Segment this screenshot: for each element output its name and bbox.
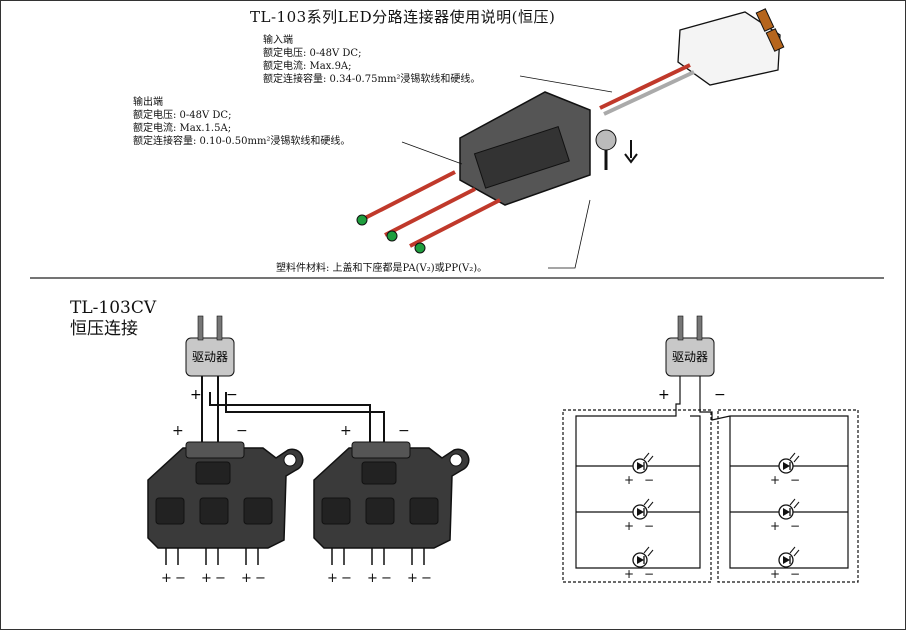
conn2-minus: − [398, 423, 410, 439]
driver-left-plus: + [190, 387, 202, 403]
svg-text:−: − [644, 567, 654, 581]
led-array [632, 452, 800, 568]
driver-left: 驱动器 + − [185, 315, 238, 403]
material-leader [548, 199, 591, 269]
svg-text:+: + [327, 571, 338, 586]
connector-left-1 [147, 441, 304, 549]
driver-right-minus: − [714, 387, 726, 403]
output-leads-left [165, 548, 425, 565]
output-capacity: 额定连接容量: 0.10-0.50mm²浸锡软线和硬线。 [133, 136, 351, 147]
output-polarity-left: +− +− +− +− +− +− [161, 571, 432, 586]
svg-text:+: + [770, 567, 780, 581]
svg-text:+: + [624, 473, 634, 487]
output-current: 额定电流: Max.1.5A; [133, 123, 232, 134]
conn2-plus: + [340, 423, 352, 439]
led-polarity: +− +− +− +− +− +− [624, 473, 800, 581]
driver-right: 驱动器 + − [658, 315, 726, 403]
svg-text:−: − [644, 519, 654, 533]
conn1-plus: + [172, 423, 184, 439]
svg-text:+: + [407, 571, 418, 586]
driver-right-label: 驱动器 [672, 350, 708, 364]
output-voltage: 额定电压: 0-48V DC; [133, 110, 232, 121]
output-heading: 输出端 [133, 97, 163, 108]
wiring-left: + − + − [172, 376, 410, 448]
svg-text:−: − [255, 571, 266, 586]
section-mode: 恒压连接 [70, 319, 138, 339]
svg-text:−: − [790, 567, 800, 581]
input-voltage: 额定电压: 0-48V DC; [263, 48, 362, 59]
connector-left-2 [313, 441, 470, 549]
input-current: 额定电流: Max.9A; [263, 61, 352, 72]
svg-text:+: + [624, 519, 634, 533]
material-note: 塑料件材料: 上盖和下座都是PA(V₂)或PP(V₂)。 [276, 263, 488, 274]
svg-text:−: − [790, 519, 800, 533]
led-schematic [562, 376, 859, 583]
output-leader [401, 141, 463, 165]
input-capacity: 额定连接容量: 0.34-0.75mm²浸锡软线和硬线。 [263, 74, 481, 85]
svg-text:+: + [241, 571, 252, 586]
svg-text:−: − [421, 571, 432, 586]
svg-text:+: + [770, 473, 780, 487]
svg-text:+: + [624, 567, 634, 581]
page-title: TL-103系列LED分路连接器使用说明(恒压) [250, 8, 556, 26]
connector-illustration [459, 91, 638, 206]
output-wires-illustration [356, 170, 501, 254]
driver-left-minus: − [226, 387, 238, 403]
svg-text:+: + [201, 571, 212, 586]
svg-text:−: − [381, 571, 392, 586]
svg-text:−: − [644, 473, 654, 487]
svg-text:−: − [175, 571, 186, 586]
section-model: TL-103CV [70, 298, 157, 318]
conn1-minus: − [236, 423, 248, 439]
driver-plug-illustration [599, 8, 785, 116]
input-heading: 输入端 [263, 35, 293, 46]
svg-text:+: + [770, 519, 780, 533]
driver-right-plus: + [658, 387, 670, 403]
svg-text:−: − [215, 571, 226, 586]
input-leader [519, 75, 613, 93]
svg-text:+: + [161, 571, 172, 586]
output-spec: 输出端 额定电压: 0-48V DC; 额定电流: Max.1.5A; 额定连接… [133, 96, 350, 148]
svg-text:+: + [367, 571, 378, 586]
driver-left-label: 驱动器 [192, 350, 228, 364]
svg-text:−: − [790, 473, 800, 487]
input-spec: 输入端 额定电压: 0-48V DC; 额定电流: Max.9A; 额定连接容量… [263, 34, 480, 86]
svg-text:−: − [341, 571, 352, 586]
